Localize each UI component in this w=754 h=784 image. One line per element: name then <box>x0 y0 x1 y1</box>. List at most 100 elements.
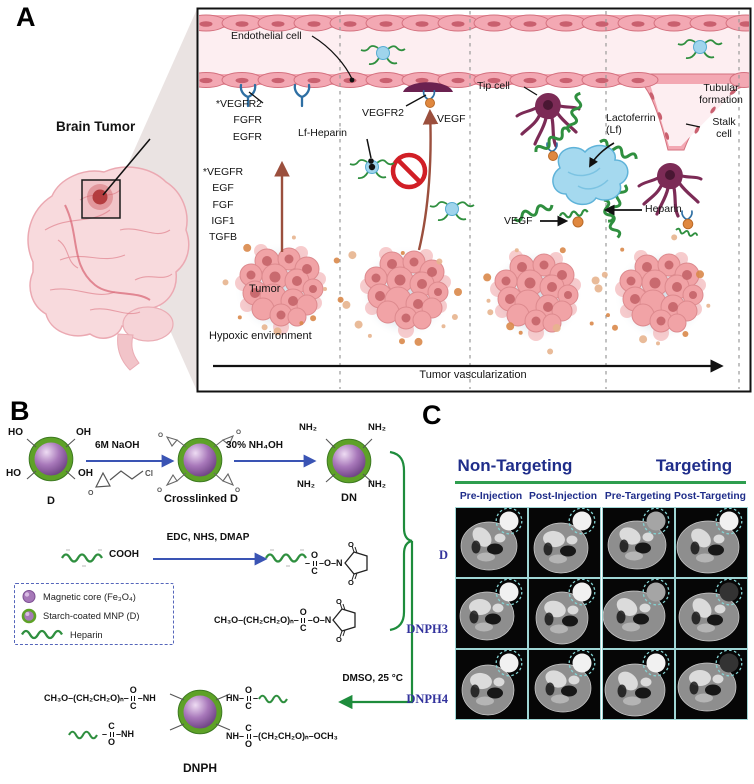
oxygen: O <box>245 685 253 695</box>
succinimide-ring-icon: O O <box>343 541 368 585</box>
vegf-released-label: VEGF <box>504 215 533 227</box>
ring-oxygen: O <box>336 635 342 642</box>
panel-b-scheme: O O O O O Cl <box>26 429 414 734</box>
carbon: C <box>108 721 115 731</box>
nitrogen: N <box>336 557 343 568</box>
amine-label: NH₂ <box>299 422 317 433</box>
carbon: C <box>311 565 318 576</box>
amide: –NH <box>137 693 156 703</box>
dnph-product-label: DNPH <box>182 761 217 775</box>
heparin-label: Heparin <box>645 203 682 215</box>
peg-chain: –(CH₂CH₂O)ₙ–OCH₃ <box>253 731 338 741</box>
panel-a-diagram <box>196 7 752 393</box>
reagent-nh4oh-label: 30% NH₄OH <box>226 440 284 451</box>
endothelial-cell-label: Endothelial cell <box>231 30 302 42</box>
epoxide-o: O <box>157 487 162 494</box>
mri-group-nontargeting <box>455 507 601 720</box>
nitrogen: N <box>324 614 332 625</box>
legend-item-mnp: Starch-coated MNP (D) <box>21 608 169 624</box>
tip-cell-label: Tip cell <box>477 80 510 92</box>
tumor-label: Tumor <box>249 283 281 295</box>
receptor-item: FGFR <box>233 114 262 127</box>
hydroxyl-label: HO <box>8 427 23 438</box>
stage-dividers <box>339 11 740 389</box>
double-bond <box>301 617 306 623</box>
hydroxyl-label: OH <box>78 468 93 479</box>
mri-image <box>456 508 527 577</box>
carbon: C <box>300 622 307 633</box>
carbon: C <box>245 701 252 711</box>
heparin-squiggle-icon <box>258 694 288 703</box>
epoxide-o: O <box>88 490 94 497</box>
oxygen: O <box>129 685 137 695</box>
col-header-post-injection: Post-Injection <box>528 491 598 502</box>
mri-image <box>529 508 600 577</box>
tumor-cluster <box>613 247 709 343</box>
row-label-dnph4: DNPH4 <box>406 692 448 706</box>
cooh-label: COOH <box>109 549 139 560</box>
vegf-molecule <box>682 218 694 230</box>
ring-oxygen: O <box>348 578 354 585</box>
panel-b-letter: B <box>10 396 30 426</box>
carbon: C <box>130 701 137 711</box>
vegf-molecule <box>425 98 435 108</box>
ester-oxygen: –O– <box>319 557 337 568</box>
ring-oxygen: O <box>348 541 354 549</box>
lf-heparin-label: Lf-Heparin <box>298 127 348 139</box>
growth-factor-list-label: *VEGFR EGF FGF IGF1 TGFB <box>196 164 250 245</box>
amine-label: NH₂ <box>368 422 386 433</box>
hydroxyl-label: HO <box>6 468 21 479</box>
magnetic-core-icon <box>22 590 36 603</box>
mri-image <box>676 650 747 719</box>
col-header-post-targeting: Post-Targeting <box>674 491 746 502</box>
mri-image <box>456 650 527 719</box>
ring-oxygen: O <box>336 598 342 606</box>
growth-factor-item: FGF <box>212 198 234 211</box>
legend-label: Starch-coated MNP (D) <box>43 611 140 621</box>
tubular-line: Tubular <box>703 82 739 94</box>
header-underline <box>455 481 746 484</box>
receptor-item: *VEGFR2 <box>215 98 262 110</box>
tumor-cluster <box>488 247 584 343</box>
crosslinked-d-label: Crosslinked D <box>164 493 238 505</box>
panel-a-letter: A <box>16 2 36 32</box>
carbon: C <box>245 723 252 733</box>
oxygen: O <box>311 549 319 560</box>
amine-label: NH₂ <box>297 479 315 490</box>
lactoferrin-heparin-complex <box>511 90 640 241</box>
growth-factor-item: EGF <box>212 182 234 195</box>
nanoparticle-dnph <box>178 690 222 734</box>
epoxide-o: O <box>158 432 163 439</box>
receptor-item: EGFR <box>232 130 262 143</box>
dmso-condition-label: DMSO, 25 °C <box>342 673 403 684</box>
col-header-pre-injection: Pre-Injection <box>459 491 523 502</box>
amide: HN– <box>226 693 245 703</box>
heparin-squiggle-icon <box>21 629 63 640</box>
group-header-targeting: Targeting <box>655 456 733 475</box>
legend-label: Heparin <box>70 629 103 640</box>
legend-box: Magnetic core (Fe₃O₄) Starch-coated MNP … <box>14 583 174 645</box>
oxygen: O <box>108 737 116 747</box>
growth-factor-item: IGF1 <box>211 214 235 227</box>
vegf-blocked-label: VEGF <box>437 113 466 125</box>
reagent-edc-label: EDC, NHS, DMAP <box>166 532 250 543</box>
ester-oxygen: –O– <box>307 614 325 625</box>
reagent-naoh-label: 6M NaOH <box>95 440 140 451</box>
activated-endothelial-cell <box>403 82 453 92</box>
chlorine-label: Cl <box>145 469 153 478</box>
growth-factor-item: TGFB <box>209 231 237 244</box>
double-bond <box>312 560 317 566</box>
vegf-dots <box>222 234 711 355</box>
row-label-d: D <box>438 548 448 562</box>
col-header-pre-targeting: Pre-Targeting <box>604 491 672 502</box>
